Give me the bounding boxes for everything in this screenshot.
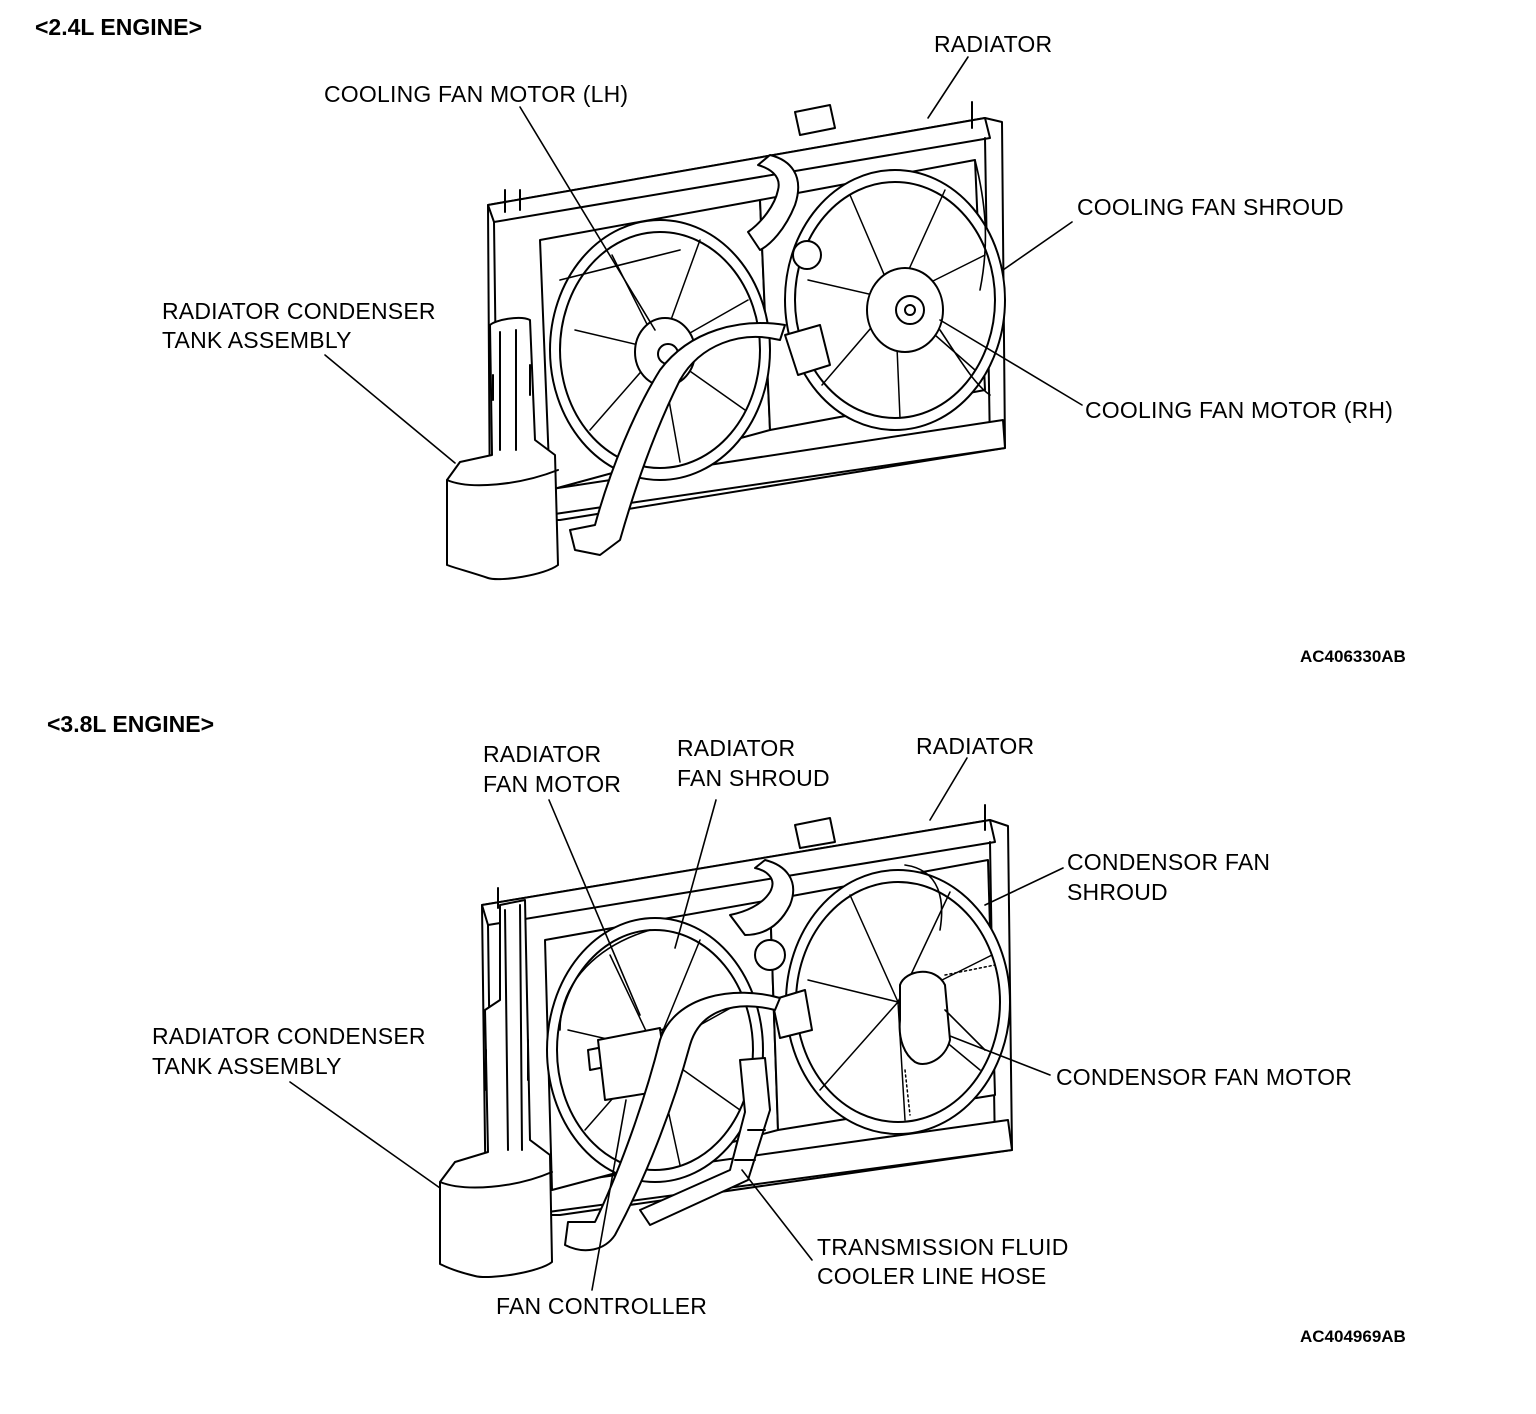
radiator-cap bbox=[795, 105, 835, 135]
leaders-38 bbox=[290, 758, 1063, 1290]
label-cooler-line-hose-line1: TRANSMISSION FLUID bbox=[817, 1234, 1069, 1260]
label-cooling-fan-motor-rh: COOLING FAN MOTOR (RH) bbox=[1085, 397, 1394, 423]
radiator-top-tank-38 bbox=[482, 820, 995, 925]
label-cooler-line-hose-line2: COOLER LINE HOSE bbox=[817, 1263, 1047, 1289]
label-radiator-fan-shroud-line2: FAN SHROUD bbox=[677, 765, 830, 791]
label-tank-assembly-24-line2: TANK ASSEMBLY bbox=[162, 327, 352, 353]
transmission-cooler-hose-38 bbox=[640, 1058, 770, 1225]
label-condensor-fan-shroud-line1: CONDENSOR FAN bbox=[1067, 849, 1271, 875]
upper-radiator-hose bbox=[748, 155, 798, 250]
radiator-top-tank bbox=[488, 118, 990, 222]
thermostat-housing-38 bbox=[772, 990, 812, 1038]
label-tank-assembly-38-line2: TANK ASSEMBLY bbox=[152, 1053, 342, 1079]
label-cooling-fan-motor-lh: COOLING FAN MOTOR (LH) bbox=[324, 81, 629, 107]
upper-hose-38 bbox=[730, 860, 793, 935]
label-condensor-fan-shroud-line2: SHROUD bbox=[1067, 879, 1168, 905]
label-radiator-fan-shroud-line1: RADIATOR bbox=[677, 735, 796, 761]
wire-harness-38 bbox=[560, 865, 985, 1050]
label-tank-assembly-38-line1: RADIATOR CONDENSER bbox=[152, 1023, 426, 1049]
wire-harness-24 bbox=[560, 160, 990, 395]
radiator-cap-38 bbox=[795, 818, 835, 848]
label-fan-controller: FAN CONTROLLER bbox=[496, 1293, 708, 1319]
label-radiator-38: RADIATOR bbox=[916, 733, 1035, 759]
figure-code-38: AC404969AB bbox=[1300, 1327, 1406, 1346]
lower-radiator-hose bbox=[570, 323, 785, 555]
leaders-24 bbox=[325, 57, 1082, 463]
fan-blades-lh bbox=[575, 240, 748, 462]
condenser-tank-38 bbox=[440, 900, 552, 1277]
figure-code-24: AC406330AB bbox=[1300, 647, 1406, 666]
lower-hose-38 bbox=[565, 993, 780, 1250]
label-radiator-fan-motor-line1: RADIATOR bbox=[483, 741, 602, 767]
label-radiator-fan-motor-line2: FAN MOTOR bbox=[483, 771, 622, 797]
engine-header-38: <3.8L ENGINE> bbox=[47, 711, 215, 737]
thermostat-housing bbox=[785, 325, 830, 375]
engine-header-24: <2.4L ENGINE> bbox=[35, 14, 203, 40]
label-condensor-fan-motor: CONDENSOR FAN MOTOR bbox=[1056, 1064, 1353, 1090]
condensor-fan-motor-38 bbox=[900, 972, 950, 1064]
radiator-assembly-38-drawing bbox=[440, 805, 1012, 1277]
label-cooling-fan-shroud: COOLING FAN SHROUD bbox=[1077, 194, 1344, 220]
radiator-assembly-24-drawing bbox=[447, 102, 1005, 579]
label-radiator-24: RADIATOR bbox=[934, 31, 1053, 57]
label-tank-assembly-24-line1: RADIATOR CONDENSER bbox=[162, 298, 436, 324]
